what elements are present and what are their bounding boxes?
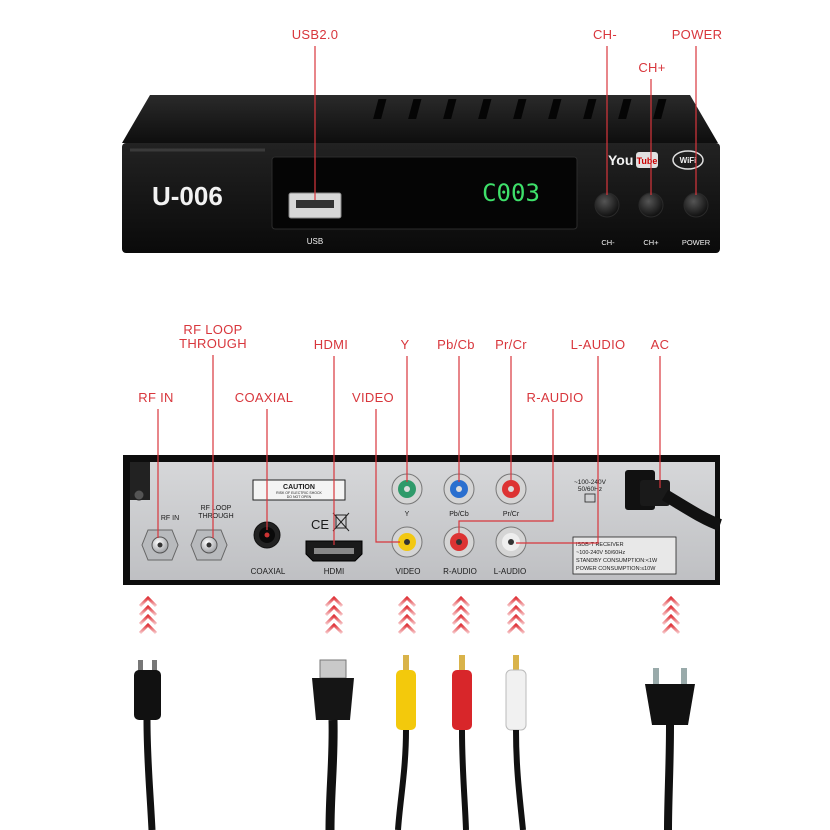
rf-loop-label-1: RF LOOP — [201, 505, 232, 512]
callout-video: VIDEO — [352, 390, 394, 405]
arrow-r-audio — [451, 595, 471, 635]
l-audio-connector — [495, 526, 527, 558]
video-connector — [391, 526, 423, 558]
vent-slots — [373, 99, 667, 119]
youtube-logo-you: You — [608, 152, 633, 168]
rf-in-label: RF IN — [161, 515, 179, 522]
arrow-rf — [138, 595, 158, 635]
svg-text:STANDBY CONSUMPTION:<1W: STANDBY CONSUMPTION:<1W — [576, 558, 658, 564]
callout-ch-minus: CH- — [593, 27, 617, 42]
y-label: Y — [405, 511, 410, 518]
callout-ch-plus: CH+ — [638, 60, 665, 75]
callout-usb: USB2.0 — [292, 27, 339, 42]
ch-minus-label: CH- — [601, 238, 615, 247]
front-callouts: USB2.0 CH- CH+ POWER — [292, 27, 723, 200]
callout-l-audio: L-AUDIO — [571, 337, 626, 352]
callout-hdmi: HDMI — [314, 337, 348, 352]
model-name: U-006 — [152, 181, 223, 211]
rf-loop-connector — [190, 529, 228, 561]
callout-coaxial: COAXIAL — [235, 390, 293, 405]
pr-label: Pr/Cr — [503, 511, 520, 518]
rf-cable — [134, 660, 161, 830]
svg-text:~100-240V 50/60Hz: ~100-240V 50/60Hz — [576, 550, 625, 556]
coaxial-connector — [253, 521, 281, 549]
wifi-logo — [672, 150, 704, 170]
rf-loop-label-2: THROUGH — [198, 513, 233, 520]
weee-bin-icon — [332, 512, 350, 532]
callout-rf-in: RF IN — [138, 390, 173, 405]
pb-label: Pb/Cb — [449, 511, 469, 518]
arrow-l-audio — [506, 595, 526, 635]
svg-text:RISK OF ELECTRIC SHOCK: RISK OF ELECTRIC SHOCK — [276, 491, 322, 495]
usb-label: USB — [307, 237, 323, 246]
r-audio-label: R-AUDIO — [443, 567, 477, 576]
callout-rf-loop-2: THROUGH — [179, 336, 247, 351]
yellow-rca-cable — [395, 655, 416, 830]
svg-text:POWER CONSUMPTION:≤10W: POWER CONSUMPTION:≤10W — [576, 566, 656, 572]
hdmi-label: HDMI — [324, 567, 344, 576]
callout-pr: Pr/Cr — [495, 337, 527, 352]
svg-text:CAUTION: CAUTION — [283, 484, 315, 491]
led-display: C003 — [482, 179, 540, 207]
youtube-logo-tube: Tube — [637, 156, 658, 166]
svg-text:DO NOT OPEN: DO NOT OPEN — [287, 495, 312, 499]
ac-plug — [645, 668, 695, 830]
callout-ac: AC — [651, 337, 670, 352]
arrow-video — [397, 595, 417, 635]
hdmi-cable — [312, 659, 354, 830]
callout-r-audio: R-AUDIO — [527, 390, 584, 405]
power-button[interactable] — [683, 192, 709, 218]
callout-y: Y — [401, 337, 410, 352]
wifi-logo-text: WiFi — [680, 156, 697, 165]
svg-text:ISDB-T RECEIVER: ISDB-T RECEIVER — [576, 542, 624, 548]
video-label: VIDEO — [396, 567, 421, 576]
rf-in-connector — [141, 529, 179, 561]
insert-arrows — [138, 595, 681, 635]
callout-rf-loop-1: RF LOOP — [183, 322, 242, 337]
callout-pb: Pb/Cb — [437, 337, 475, 352]
display-window — [271, 156, 578, 230]
voltage-label-2: 50/60Hz — [578, 486, 602, 493]
box-top — [122, 95, 718, 143]
caution-label — [252, 479, 346, 501]
ac-power-cord — [625, 470, 723, 531]
white-rca-cable — [505, 655, 527, 830]
y-connector — [391, 473, 423, 505]
rear-callouts: RF LOOP THROUGH RF IN COAXIAL HDMI Y Pb/… — [138, 322, 669, 545]
coaxial-label: COAXIAL — [251, 567, 286, 576]
hdmi-port — [305, 540, 363, 562]
pr-connector — [495, 473, 527, 505]
callout-power: POWER — [672, 27, 723, 42]
ch-minus-button[interactable] — [594, 192, 620, 218]
cables — [134, 655, 695, 830]
ch-plus-button[interactable] — [638, 192, 664, 218]
voltage-label-1: ~100-240V — [574, 479, 607, 486]
red-rca-cable — [452, 655, 472, 830]
power-label: POWER — [682, 238, 711, 247]
ch-plus-label: CH+ — [643, 238, 659, 247]
front-view: U-006 USB C003 You Tube WiFi CH- CH+ POW… — [122, 95, 720, 253]
pb-connector — [443, 473, 475, 505]
r-audio-connector — [443, 526, 475, 558]
ce-mark: CE — [311, 517, 329, 532]
arrow-hdmi — [324, 595, 344, 635]
l-audio-label: L-AUDIO — [494, 567, 526, 576]
arrow-ac — [661, 595, 681, 635]
